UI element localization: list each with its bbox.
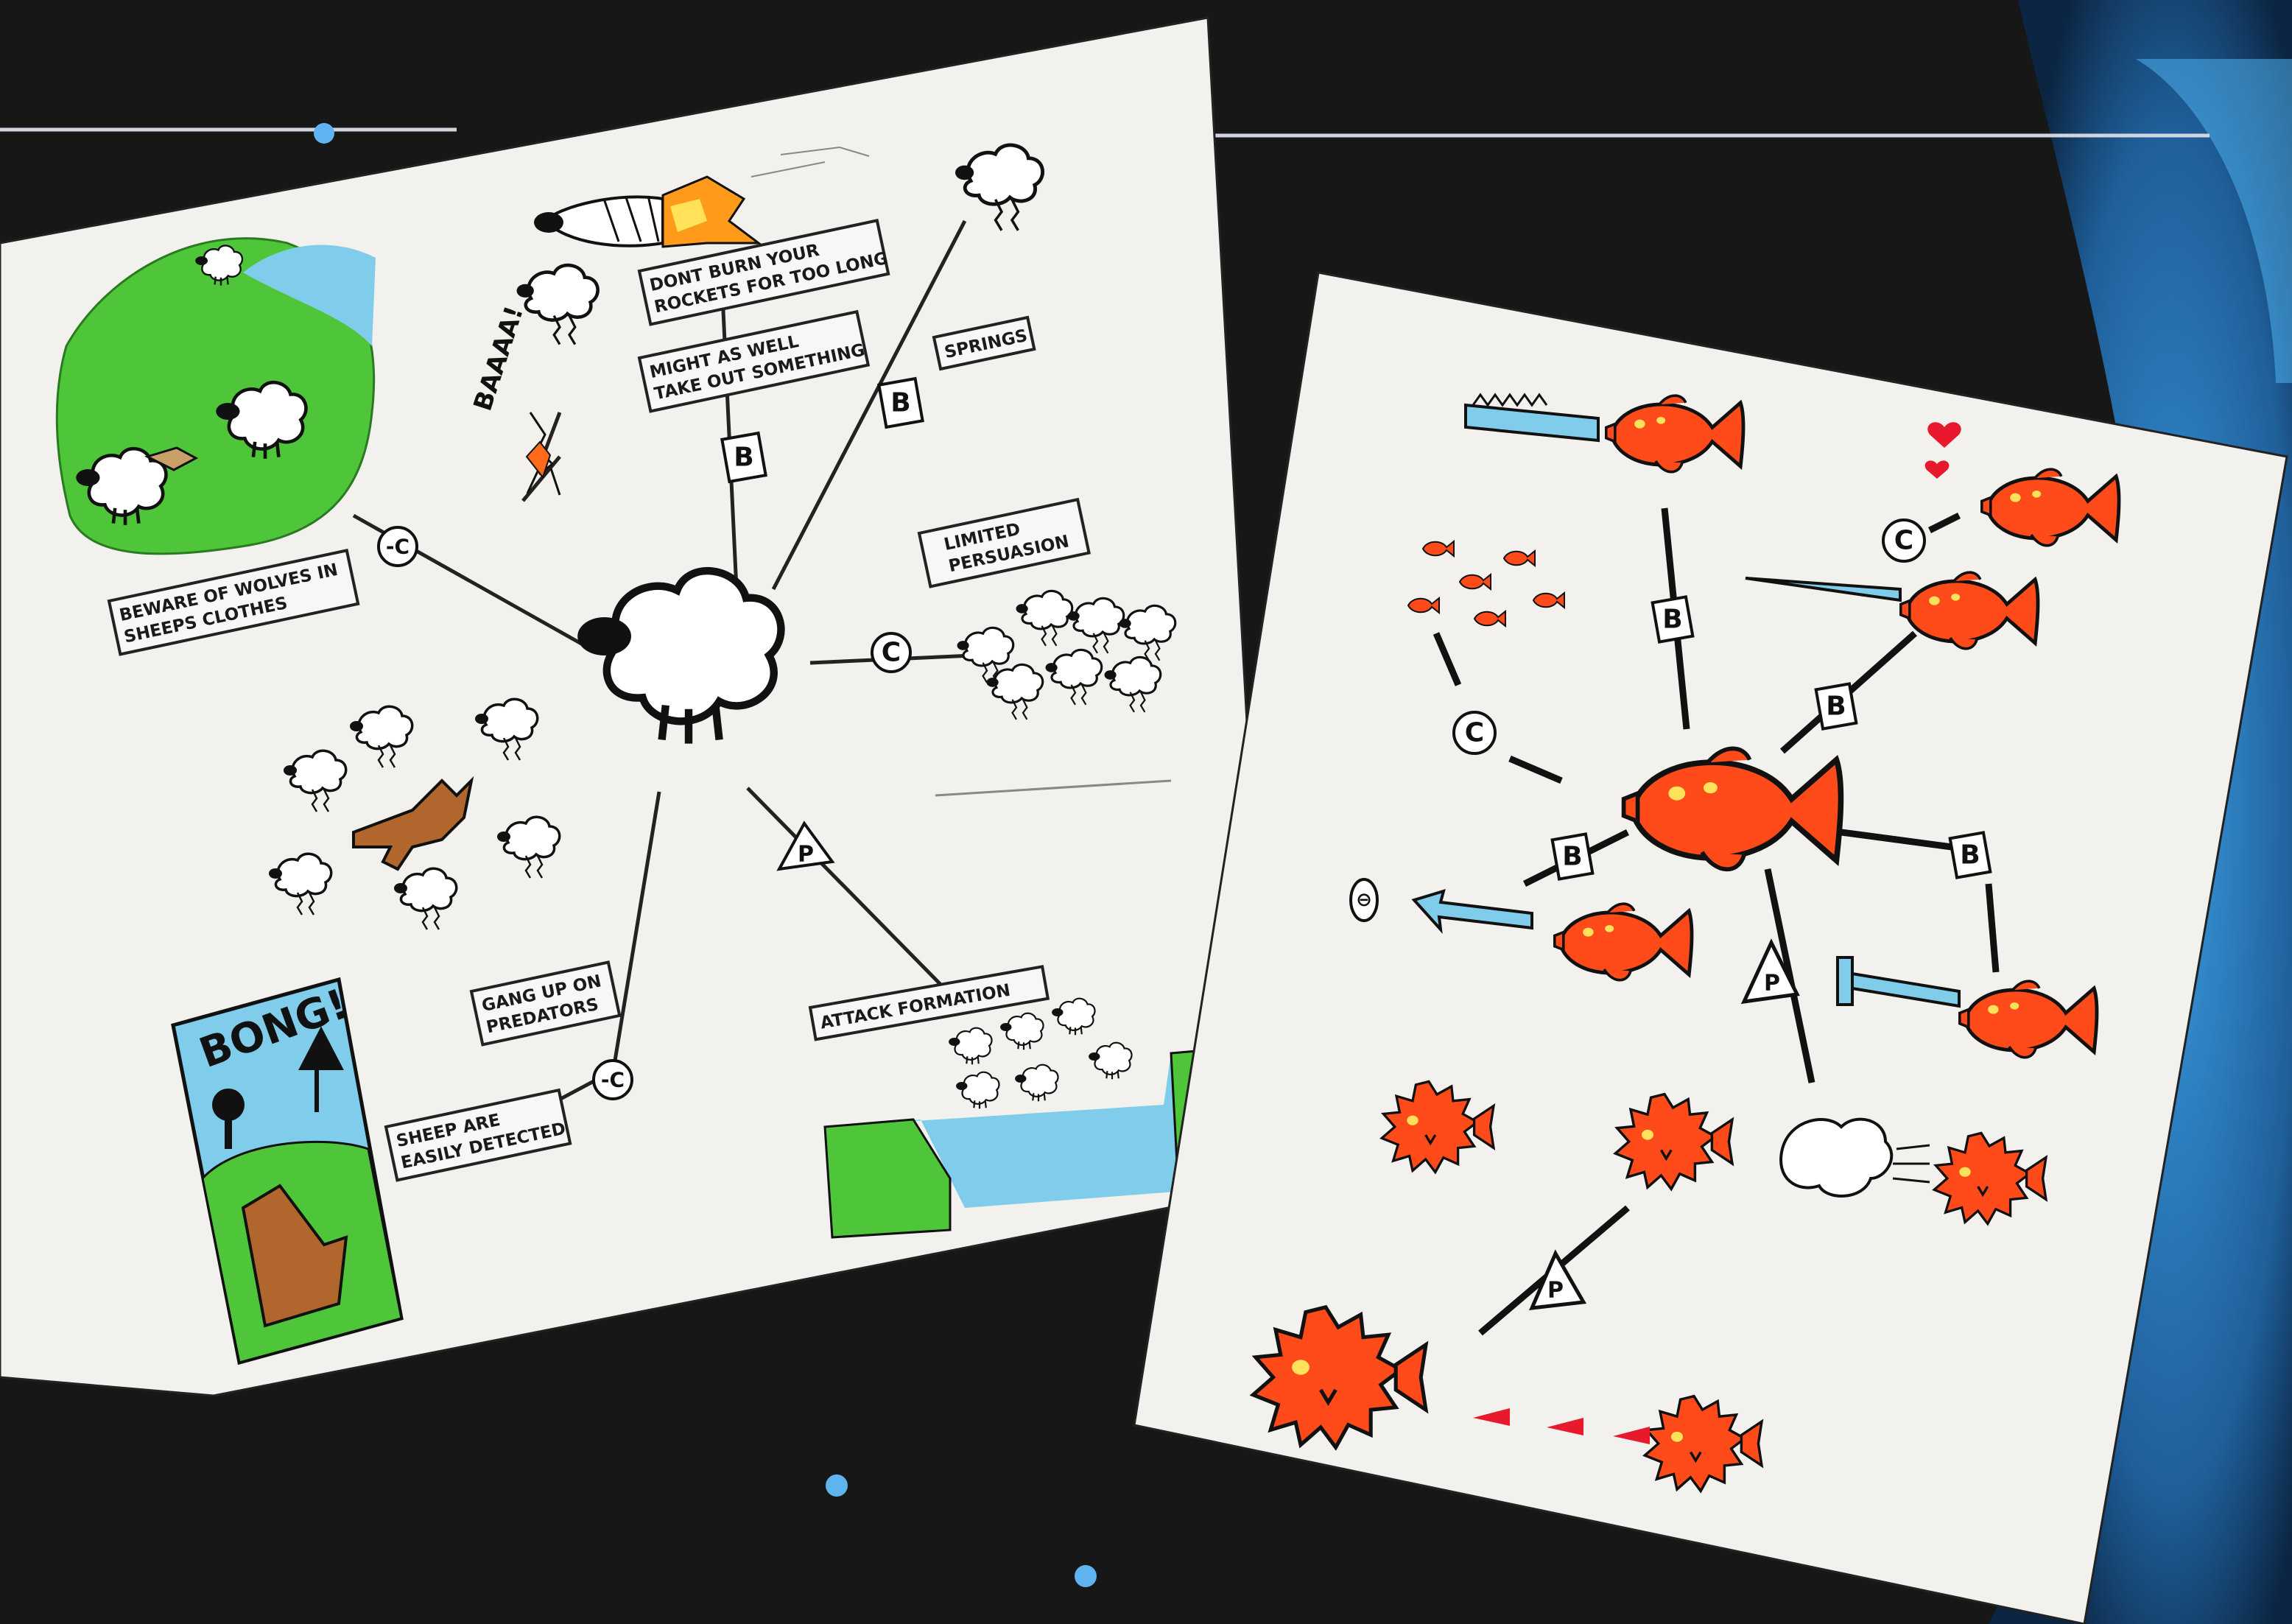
blue-dot	[826, 1474, 848, 1497]
svg-text:B: B	[890, 388, 910, 418]
minus-counter-badge: -C	[594, 1061, 632, 1099]
bonus-badge: B	[1950, 832, 1991, 877]
svg-text:B: B	[1562, 842, 1582, 872]
bonus-badge: B	[1553, 834, 1593, 879]
minus-badge: ⊖	[1351, 879, 1377, 921]
svg-text:B: B	[734, 443, 753, 473]
svg-text:-C: -C	[386, 535, 409, 559]
bonus-badge: B	[1816, 683, 1857, 728]
bonus-badge: B	[879, 379, 922, 427]
minus-counter-badge: -C	[379, 527, 417, 566]
svg-text:B: B	[1662, 605, 1682, 635]
fish-ability-card: B B B B C C ⊖ P	[1134, 273, 2287, 1624]
svg-text:P: P	[798, 842, 814, 868]
svg-text:C: C	[1894, 526, 1913, 556]
svg-text:C: C	[1465, 718, 1484, 748]
bonus-badge: B	[722, 433, 765, 482]
svg-text:P: P	[1547, 1278, 1564, 1304]
counter-badge: C	[1883, 520, 1924, 561]
blue-dot	[314, 123, 334, 144]
blue-dot	[1075, 1565, 1097, 1587]
svg-text:-C: -C	[601, 1068, 625, 1092]
bonus-badge: B	[1653, 597, 1693, 641]
svg-text:B: B	[1960, 840, 1980, 871]
svg-text:P: P	[1764, 971, 1780, 996]
counter-badge: C	[1454, 712, 1495, 753]
counter-badge: C	[872, 633, 910, 672]
svg-text:B: B	[1826, 692, 1846, 722]
svg-text:C: C	[882, 638, 901, 668]
svg-text:⊖: ⊖	[1356, 889, 1372, 911]
sheep-ability-card: BAAAA!	[0, 18, 1273, 1396]
